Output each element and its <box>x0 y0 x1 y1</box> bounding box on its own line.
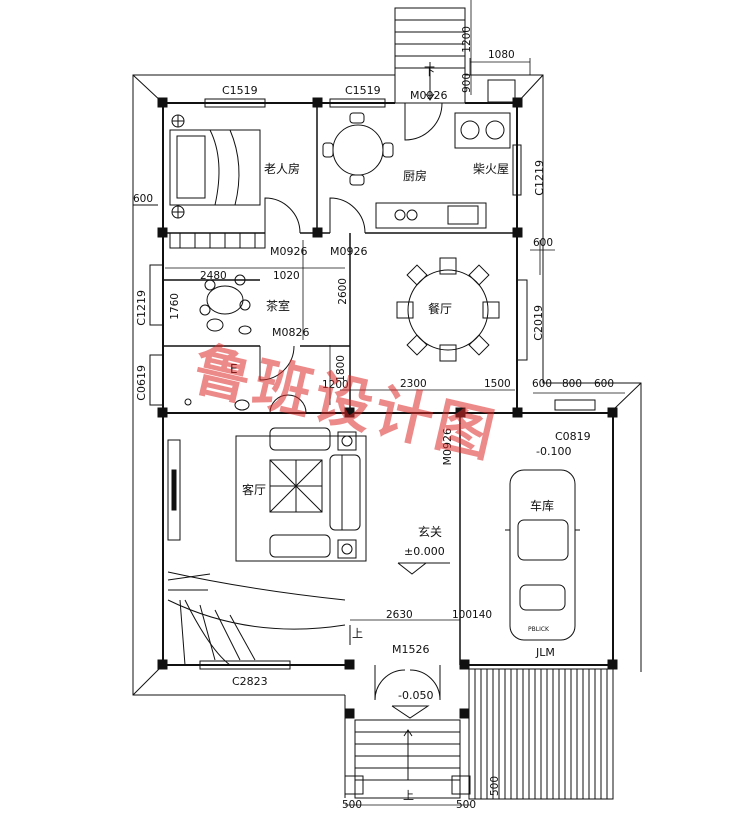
living-furniture <box>167 427 367 562</box>
label-c1219-left: C1219 <box>135 290 148 326</box>
dim-2630: 2630 <box>386 609 413 621</box>
label-m0926-a: M0926 <box>270 245 308 258</box>
bath-mark: E <box>230 362 238 376</box>
dim-100140: 100140 <box>452 609 493 621</box>
label-m0926-b: M0926 <box>330 245 368 258</box>
label-jlm: JLM <box>536 646 555 659</box>
level-marker <box>397 562 450 575</box>
label-m0826: M0826 <box>272 326 310 339</box>
dim-1500: 1500 <box>484 378 511 390</box>
utility-box <box>487 79 516 103</box>
dim-600-b: 600 <box>594 378 615 390</box>
stair-up-outer-label: 上 <box>403 789 414 802</box>
room-dining: 餐厅 <box>428 302 453 316</box>
tea-set <box>199 274 252 335</box>
doors <box>259 102 443 701</box>
label-c0819: C0819 <box>555 430 591 443</box>
dim-600-a: 600 <box>532 378 553 390</box>
label-c1519-left: C1519 <box>222 84 258 97</box>
entry-stair <box>344 695 471 799</box>
dim-800: 800 <box>562 378 583 390</box>
label-c1519-right: C1519 <box>345 84 381 97</box>
garage-ramp <box>465 664 614 800</box>
room-firewood: 柴火屋 <box>473 162 510 176</box>
dim-2480: 2480 <box>200 270 227 282</box>
room-garage: 车库 <box>530 499 555 513</box>
car <box>505 469 580 641</box>
level-entry: -0.050 <box>398 689 434 702</box>
label-c0619: C0619 <box>135 365 148 401</box>
dim-1200-b: 1200 <box>322 379 349 391</box>
dim-500-right: 500 <box>456 799 477 811</box>
label-c2019: C2019 <box>532 305 545 341</box>
room-elder: 老人房 <box>264 162 301 176</box>
stair-up-inner-label: 上 <box>352 627 363 640</box>
columns <box>157 97 618 719</box>
label-m0926-top: M0926 <box>410 89 448 102</box>
kitchen-counter <box>375 202 487 229</box>
kitchen-table <box>322 112 394 186</box>
firewood-stove <box>454 112 511 149</box>
dim-1200-top: 1200 <box>461 26 473 53</box>
dim-600-left: 600 <box>133 193 154 205</box>
dimension-lines <box>162 0 625 806</box>
dim-600-right: 600 <box>533 237 554 249</box>
dining-table <box>396 257 500 362</box>
bed <box>169 114 261 219</box>
dim-500-left: 500 <box>342 799 363 811</box>
dim-1080: 1080 <box>488 49 515 61</box>
label-c2823: C2823 <box>232 675 268 688</box>
dim-1020: 1020 <box>273 270 300 282</box>
dim-2600: 2600 <box>337 278 349 305</box>
bathroom-fixtures <box>184 394 307 414</box>
dim-1760: 1760 <box>169 293 181 320</box>
label-m1526: M1526 <box>392 643 430 656</box>
top-stair <box>394 7 466 104</box>
room-living: 客厅 <box>242 483 267 497</box>
room-kitchen: 厨房 <box>403 169 428 183</box>
level-foyer: ±0.000 <box>404 545 445 558</box>
room-foyer: 玄关 <box>418 525 443 539</box>
room-tea: 茶室 <box>266 299 291 313</box>
level-garage: -0.100 <box>536 445 572 458</box>
wardrobe <box>169 232 266 249</box>
car-plate: PBLICK <box>528 626 549 633</box>
stair-down-label: 下 <box>424 65 435 78</box>
dim-500-side: 500 <box>489 776 501 797</box>
dim-2300: 2300 <box>400 378 427 390</box>
curved-stair <box>167 571 351 666</box>
dim-900: 900 <box>461 73 473 94</box>
label-c1219-right: C1219 <box>533 160 546 196</box>
roof-outline <box>132 74 642 696</box>
